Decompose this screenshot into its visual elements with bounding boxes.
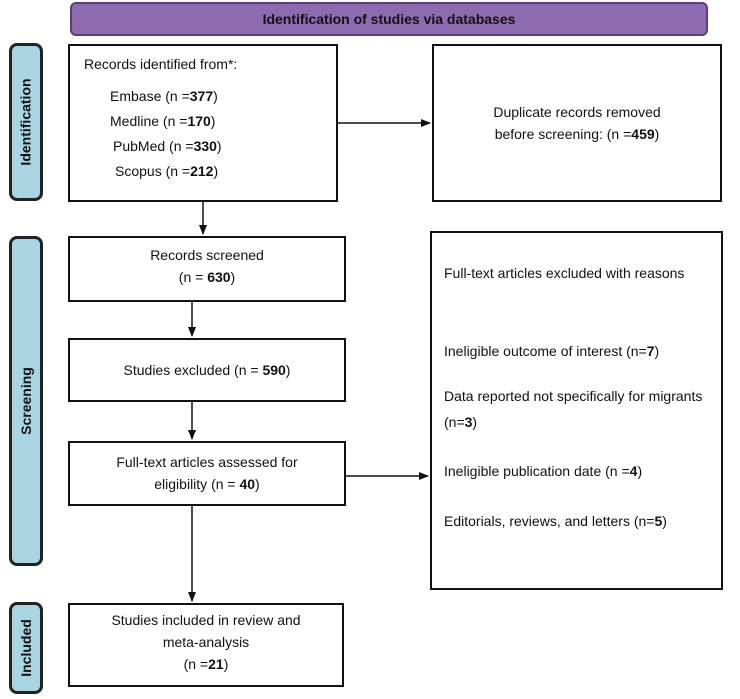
source-pubmed: PubMed (n =330) [113, 138, 222, 154]
reason-outcome: Ineligible outcome of interest (n=7) [444, 343, 660, 359]
source-scopus: Scopus (n =212) [115, 163, 219, 179]
studies-included-box: Studies included in review and meta-anal… [68, 603, 344, 687]
records-identified-box: Records identified from*: Embase (n =377… [68, 44, 338, 202]
fulltext-excluded-heading: Full-text articles excluded with reasons [444, 265, 685, 281]
reason-migrants: Data reported not specifically for migra… [444, 388, 703, 430]
duplicates-line2: before screening: (n =459) [494, 126, 660, 142]
reason-date: Ineligible publication date (n =4) [444, 463, 643, 479]
source-medline: Medline (n =170) [110, 113, 216, 129]
header-title-text: Identification of studies via databases [262, 11, 516, 27]
header-title: Identification of studies via databases [70, 2, 708, 36]
fulltext-line1: Full-text articles assessed for [116, 454, 298, 470]
phase-included: Included [9, 602, 43, 694]
screened-line2: (n = 630) [178, 269, 236, 285]
fulltext-line2: eligibility (n = 40) [154, 476, 260, 492]
duplicates-removed-box: Duplicate records removed before screeni… [432, 44, 722, 202]
phase-identification: Identification [9, 43, 43, 201]
records-screened-box: Records screened (n = 630) [68, 236, 346, 302]
included-line1: Studies included in review and [111, 612, 301, 628]
studies-excluded-box: Studies excluded (n = 590) [68, 338, 346, 402]
screened-line1: Records screened [150, 247, 264, 263]
included-line2: meta-analysis [162, 634, 250, 650]
fulltext-excluded-box: Full-text articles excluded with reasons… [430, 231, 723, 590]
fulltext-assessed-box: Full-text articles assessed for eligibil… [68, 441, 346, 506]
records-identified-heading: Records identified from*: [84, 56, 238, 72]
duplicates-line1: Duplicate records removed [493, 104, 661, 120]
included-line3: (n =21) [183, 656, 229, 672]
source-embase: Embase (n =377) [110, 88, 218, 104]
phase-screening: Screening [9, 236, 43, 566]
excluded-line1: Studies excluded (n = 590) [123, 362, 291, 378]
reason-editorials: Editorials, reviews, and letters (n=5) [444, 513, 667, 529]
